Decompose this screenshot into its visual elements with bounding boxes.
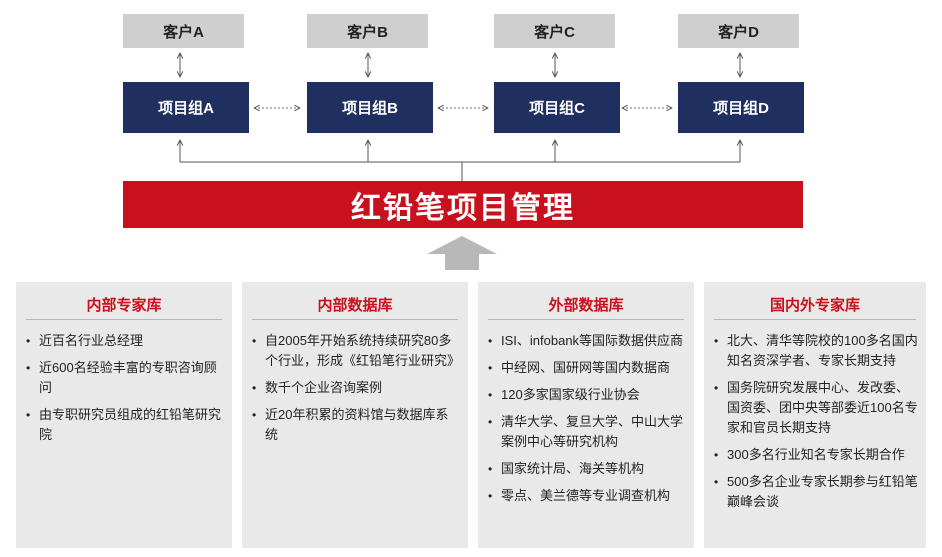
up-arrow-icon: [427, 236, 497, 270]
project-group-d: 项目组D: [678, 82, 804, 133]
list-item: 北大、清华等院校的100多名国内知名资深学者、专家长期支持: [714, 331, 918, 371]
panel-list: ISI、infobank等国际数据供应商 中经网、国研网等国内数据商 120多家…: [478, 324, 694, 506]
project-group-c: 项目组C: [494, 82, 620, 133]
panel-internal-experts: 内部专家库 近百名行业总经理 近600名经验丰富的专职咨询顾问 由专职研究员组成…: [16, 282, 232, 548]
list-item: 近600名经验丰富的专职咨询顾问: [26, 358, 224, 398]
panel-title: 内部专家库: [86, 297, 162, 314]
panel-title: 外部数据库: [548, 297, 624, 314]
list-item: 120多家国家级行业协会: [488, 385, 686, 405]
list-item: ISI、infobank等国际数据供应商: [488, 331, 686, 351]
panel-list: 北大、清华等院校的100多名国内知名资深学者、专家长期支持 国务院研究发展中心、…: [704, 324, 926, 512]
list-item: 零点、美兰德等专业调查机构: [488, 486, 686, 506]
list-item: 国务院研究发展中心、发改委、国资委、团中央等部委近100名专家和官员长期支持: [714, 378, 918, 438]
list-item: 300多名行业知名专家长期合作: [714, 445, 918, 465]
panel-list: 自2005年开始系统持续研究80多个行业，形成《红铅笔行业研究》 数千个企业咨询…: [242, 324, 468, 445]
list-item: 国家统计局、海关等机构: [488, 459, 686, 479]
list-item: 中经网、国研网等国内数据商: [488, 358, 686, 378]
panel-internal-database: 内部数据库 自2005年开始系统持续研究80多个行业，形成《红铅笔行业研究》 数…: [242, 282, 468, 548]
project-management-banner: 红铅笔项目管理: [123, 181, 803, 228]
panel-list: 近百名行业总经理 近600名经验丰富的专职咨询顾问 由专职研究员组成的红铅笔研究…: [16, 324, 232, 445]
client-a-box: 客户A: [123, 14, 244, 48]
panel-domestic-foreign-experts: 国内外专家库 北大、清华等院校的100多名国内知名资深学者、专家长期支持 国务院…: [704, 282, 926, 548]
list-item: 由专职研究员组成的红铅笔研究院: [26, 405, 224, 445]
client-b-box: 客户B: [307, 14, 428, 48]
divider: [488, 319, 684, 320]
divider: [26, 319, 222, 320]
panel-external-database: 外部数据库 ISI、infobank等国际数据供应商 中经网、国研网等国内数据商…: [478, 282, 694, 548]
list-item: 自2005年开始系统持续研究80多个行业，形成《红铅笔行业研究》: [252, 331, 460, 371]
panel-title: 内部数据库: [317, 297, 393, 314]
client-d-box: 客户D: [678, 14, 799, 48]
divider: [714, 319, 916, 320]
project-group-a: 项目组A: [123, 82, 249, 133]
list-item: 500多名企业专家长期参与红铅笔巅峰会谈: [714, 472, 918, 512]
list-item: 近百名行业总经理: [26, 331, 224, 351]
list-item: 数千个企业咨询案例: [252, 378, 460, 398]
panel-title: 国内外专家库: [769, 297, 860, 314]
divider: [252, 319, 458, 320]
list-item: 近20年积累的资料馆与数据库系统: [252, 405, 460, 445]
client-c-box: 客户C: [494, 14, 615, 48]
project-group-b: 项目组B: [307, 82, 433, 133]
list-item: 清华大学、复旦大学、中山大学案例中心等研究机构: [488, 412, 686, 452]
